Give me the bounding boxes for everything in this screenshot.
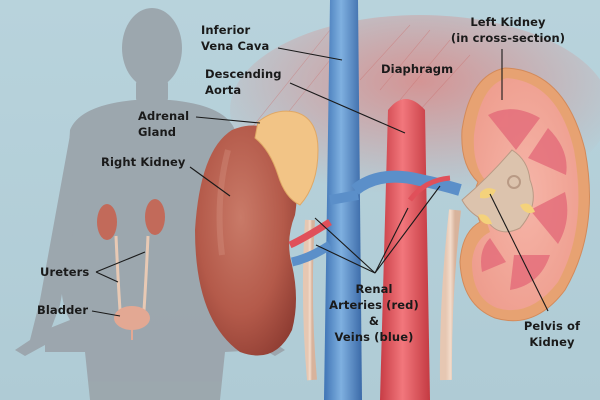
label-right-kidney: Right Kidney xyxy=(101,155,186,169)
label-renal-vessels: Renal Arteries (red) & Veins (blue) xyxy=(329,282,419,344)
label-bladder: Bladder xyxy=(37,303,89,317)
label-pelvis-of-kidney: Pelvis of Kidney xyxy=(523,319,581,349)
label-inferior-vena-cava: Inferior Vena Cava xyxy=(201,23,270,53)
mini-right-kidney xyxy=(97,204,117,240)
bladder-shape xyxy=(114,306,150,330)
label-descending-aorta: Descending Aorta xyxy=(205,67,282,97)
left-kidney-cross-section xyxy=(459,67,590,322)
leader-lines xyxy=(91,47,549,317)
mini-left-kidney xyxy=(145,199,165,235)
label-diaphragm: Diaphragm xyxy=(381,62,454,76)
label-left-kidney: Left Kidney (in cross-section) xyxy=(450,15,566,45)
label-adrenal-gland: Adrenal Gland xyxy=(138,109,190,139)
label-ureters: Ureters xyxy=(40,265,90,279)
adrenal-gland xyxy=(254,110,319,206)
right-kidney xyxy=(195,125,297,356)
